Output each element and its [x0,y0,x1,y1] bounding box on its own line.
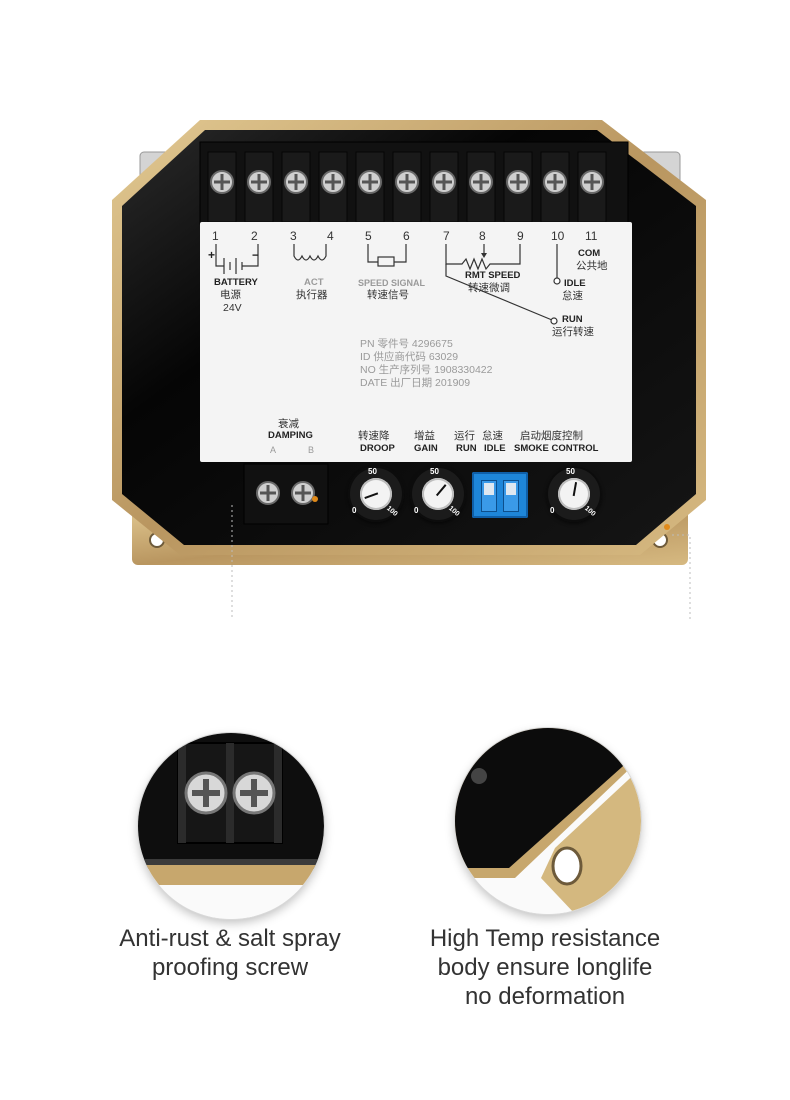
droop-label: DROOP [360,443,395,454]
caption-line: proofing screw [151,954,309,981]
battery-voltage: 24V [223,302,242,314]
terminal-number-3: 3 [290,229,297,243]
rmt-speed-label-cn: 转速微调 [468,282,510,294]
rmt-speed-label: RMT SPEED [465,270,521,281]
idle-label-cn: 怠速 [562,290,583,302]
battery-minus: − [252,248,260,262]
smoke-control-label: SMOKE CONTROL [514,443,599,454]
damping-label-cn: 衰减 [278,418,299,430]
serial-number: NO 生产序列号 1908330422 [360,364,493,376]
act-label: ACT [304,277,324,288]
terminal-number-1: 1 [212,229,219,243]
body-closeup-image [455,728,641,914]
battery-label: BATTERY [214,277,258,288]
com-label: COM [578,248,601,259]
damping-b: B [308,445,315,455]
screw-icon [184,771,228,815]
caption-line: no deformation [464,983,626,1010]
gain-label-cn: 增益 [414,430,435,442]
terminal-number-5: 5 [365,229,372,243]
idle-label: IDLE [564,278,586,289]
gain-dial[interactable]: 50 0 100 [410,466,466,522]
terminal-number-2: 2 [251,229,258,243]
run-switch[interactable] [481,480,497,512]
run-switch-label: RUN [456,443,477,454]
caption-line: body ensure longlife [437,954,653,981]
terminal-number-9: 9 [517,229,524,243]
terminal-number-11: 11 [585,229,598,243]
part-number: PN 零件号 4296675 [360,338,453,350]
screw-icon [232,771,276,815]
run-label: RUN [562,314,583,325]
feature-caption-screw: Anti-rust & salt spray proofing screw [60,924,400,982]
droop-dial[interactable]: 50 0 100 [348,466,404,522]
run-idle-dip-switch[interactable] [472,472,528,518]
supplier-id: ID 供应商代码 63029 [360,351,459,363]
manufacture-date: DATE 出厂日期 201909 [360,377,471,389]
speed-signal-label-cn: 转速信号 [367,289,409,301]
top-terminal-screws [207,151,607,223]
gain-label: GAIN [414,443,438,454]
battery-plus: + [208,248,216,262]
wiring-symbols [215,244,561,325]
idle-switch[interactable] [503,480,519,512]
smoke-control-label-cn: 启动烟度控制 [520,430,583,442]
label-plate: 1 2 3 4 5 6 7 8 9 10 11 + − BATTERY 电源 2… [200,222,632,462]
com-label-cn: 公共地 [576,260,608,272]
run-label-cn: 运行转速 [552,326,594,338]
screw-closeup-image [138,733,324,919]
body-closeup [455,728,641,914]
terminal-number-7: 7 [443,229,450,243]
terminal-number-6: 6 [403,229,410,243]
screw-closeup [138,733,324,919]
caption-line: High Temp resistance [429,925,661,952]
terminal-number-8: 8 [479,229,486,243]
battery-label-cn: 电源 [220,289,241,301]
damping-label: DAMPING [268,430,313,441]
droop-label-cn: 转速降 [358,430,390,442]
speed-signal-label: SPEED SIGNAL [358,278,426,288]
smoke-control-dial[interactable]: 50 0 100 [546,466,602,522]
act-label-cn: 执行器 [296,289,328,301]
terminal-number-10: 10 [551,229,565,243]
damping-a: A [270,445,277,455]
run-switch-label-cn: 运行 [454,430,475,442]
terminal-number-4: 4 [327,229,334,243]
caption-line: Anti-rust & salt spray [119,925,341,952]
idle-switch-label-cn: 怠速 [482,430,503,442]
idle-switch-label: IDLE [484,443,506,454]
feature-caption-body: High Temp resistance body ensure longlif… [380,924,710,1011]
